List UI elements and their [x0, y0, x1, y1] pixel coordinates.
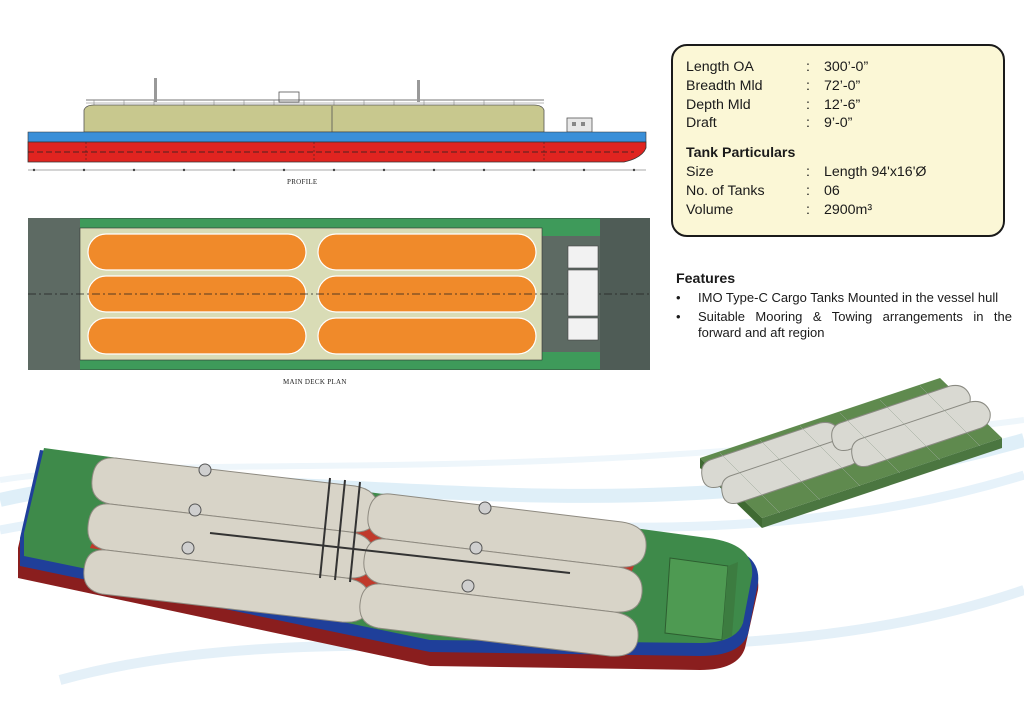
spec-row-tank-count: No. of Tanks : 06 — [686, 182, 989, 201]
spec-colon: : — [806, 115, 810, 132]
features-section: Features • IMO Type-C Cargo Tanks Mounte… — [676, 271, 1012, 344]
spec-row-depth: Depth Mld : 12’-6” — [686, 96, 989, 115]
feature-text: Suitable Mooring & Towing arrangements i… — [698, 309, 1012, 340]
spec-value: 72’-0” — [824, 77, 861, 94]
spec-value: 12’-6” — [824, 96, 861, 113]
barge-profile-drawing — [27, 78, 647, 172]
spec-value: 2900m³ — [824, 201, 873, 218]
spec-value: 06 — [824, 182, 840, 199]
spec-row-breadth: Breadth Mld : 72’-0” — [686, 77, 989, 96]
spec-colon: : — [806, 201, 810, 218]
vessel-particulars-box: Length OA : 300’-0” Breadth Mld : 72’-0”… — [671, 44, 1005, 237]
features-title: Features — [676, 271, 736, 287]
spec-label: Depth Mld — [686, 96, 751, 113]
spec-row-draft: Draft : 9’-0” — [686, 114, 989, 133]
spec-label: Volume — [686, 201, 734, 218]
profile-caption: PROFILE — [287, 178, 318, 186]
feature-item: • Suitable Mooring & Towing arrangements… — [676, 309, 1012, 340]
tank-stack-render — [700, 378, 1002, 528]
feature-text: IMO Type-C Cargo Tanks Mounted in the ve… — [698, 289, 999, 305]
spec-row-length: Length OA : 300’-0” — [686, 58, 989, 77]
spec-colon: : — [806, 96, 810, 113]
bullet-icon: • — [676, 309, 681, 324]
bullet-icon: • — [676, 289, 681, 305]
spec-value: 9’-0” — [824, 115, 853, 132]
feature-item: • IMO Type-C Cargo Tanks Mounted in the … — [676, 290, 1012, 306]
spec-colon: : — [806, 77, 810, 94]
spec-value: Length 94'x16'Ø — [824, 164, 927, 181]
deck-plan-drawing — [28, 218, 650, 370]
barge-3d-render — [18, 448, 759, 670]
spec-row-size: Size : Length 94'x16'Ø — [686, 163, 989, 182]
deck-plan-caption: MAIN DECK PLAN — [283, 378, 347, 386]
spec-value: 300’-0” — [824, 59, 869, 75]
spec-row-volume: Volume : 2900m³ — [686, 201, 989, 220]
spec-label: Draft — [686, 115, 717, 132]
tank-particulars-heading: Tank Particulars — [686, 145, 796, 162]
spec-colon: : — [806, 164, 810, 181]
spec-colon: : — [806, 59, 810, 75]
spec-label: No. of Tanks — [686, 182, 765, 199]
spec-label: Breadth Mld — [686, 77, 763, 94]
spec-label: Length OA — [686, 59, 754, 75]
spec-label: Size — [686, 164, 714, 181]
spec-colon: : — [806, 182, 810, 199]
